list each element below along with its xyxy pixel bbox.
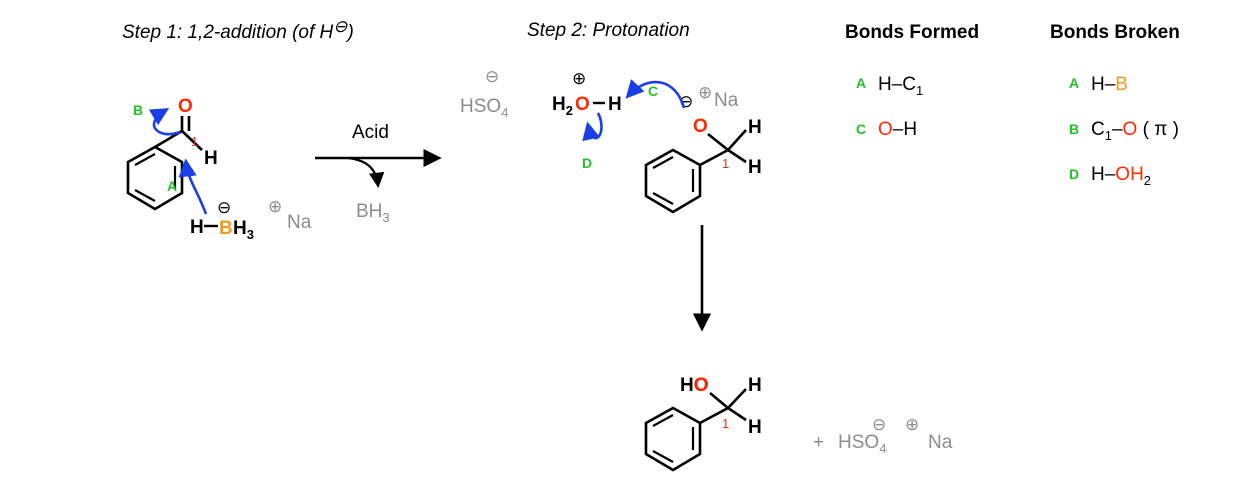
aldehyde-hydrogen: H: [204, 148, 218, 169]
product-hydroxyl: HO: [680, 375, 709, 396]
sodium-plus-charge-2: ⊕: [698, 83, 712, 102]
product-hydroxyl-oxygen: O: [694, 375, 709, 396]
product-c1-h-bottom: [727, 406, 747, 422]
broken-item-b: C1–O ( π ): [1091, 119, 1179, 143]
reagent-acid: Acid: [352, 122, 389, 143]
boron-hydrogens: H3: [233, 218, 254, 242]
c1-hydrogen-bottom: H: [748, 157, 762, 178]
carbonyl-oxygen: O: [178, 96, 193, 117]
formed-item-a: H–C1: [878, 74, 923, 98]
arrow-label-a-step1: A: [167, 178, 177, 194]
broken-tag-b: B: [1069, 121, 1079, 137]
product-plus-sign: +: [813, 432, 824, 453]
hydronium-h2: H2: [552, 94, 573, 118]
product-bisulfate: HSO4: [838, 432, 886, 456]
boron-atom: B: [219, 218, 233, 239]
bh3-loss-arrow: [347, 156, 385, 189]
arrow-d-bond-to-oxygen: [582, 112, 603, 142]
formed-tag-c: C: [856, 121, 866, 137]
bisulfate-ion: HSO4: [460, 96, 508, 120]
product-bisulfate-minus: ⊖: [872, 415, 886, 434]
broken-item-a: H–B: [1091, 74, 1128, 95]
ring-double-bond: [134, 153, 156, 166]
boron-minus-charge: ⊖: [217, 198, 231, 217]
hydronium: ⊕ H2 O H: [552, 69, 622, 118]
carbonyl-c-h-bond: [181, 130, 203, 151]
ring-double-bond: [652, 156, 674, 169]
product-sodium-plus: ⊕: [905, 415, 919, 434]
bonds-formed-list: A H–C1 C O–H: [856, 74, 923, 140]
step2-title: Step 2: Protonation: [527, 20, 690, 41]
formed-tag-a: A: [856, 75, 866, 91]
borohydride: H B H3 ⊖ ⊕ Na: [190, 197, 312, 242]
carbon-number-1: 1: [191, 134, 198, 149]
ring-double-bond: [652, 414, 674, 427]
carbon-number-1-step2: 1: [722, 156, 729, 171]
sodium-plus-charge: ⊕: [268, 197, 282, 216]
product-c1-h-top: [727, 388, 747, 409]
ring-double-bond: [134, 189, 156, 202]
bisulfate-minus-charge: ⊖: [485, 67, 499, 86]
sodium-ion: Na: [287, 212, 312, 233]
c1-h-bond-bottom: [727, 148, 747, 164]
ring-double-bond: [652, 192, 674, 205]
product-hydrogen-bottom: H: [748, 417, 762, 438]
ring-to-c1-bond: [699, 148, 729, 167]
hydronium-oxygen: O: [575, 94, 590, 115]
step1-title: Step 1: 1,2-addition (of H⊖): [122, 17, 354, 43]
hydronium-plus-charge: ⊕: [572, 69, 586, 88]
arrow-a-hydride-attack: [178, 158, 208, 215]
arrow-label-d-step2: D: [582, 155, 592, 171]
c1-hydrogen-top: H: [748, 117, 762, 138]
ring-double-bond: [652, 450, 674, 463]
benzene-ring-2: [644, 148, 702, 214]
bonds-formed-heading: Bonds Formed: [845, 22, 979, 43]
alkoxide-molecule: ⊖ ⊕ Na O H H 1: [644, 83, 762, 214]
hydride-hydrogen: H: [190, 217, 204, 238]
benzene-ring-3: [644, 406, 702, 472]
arrow-b-pi-to-oxygen: [148, 108, 181, 136]
formed-item-c: O–H: [878, 119, 917, 140]
arrow-label-c-step2: C: [648, 83, 658, 99]
product-hydrogen-top: H: [748, 375, 762, 396]
carbon-number-1-product: 1: [722, 416, 729, 431]
arrow-label-b-step1: B: [133, 102, 143, 118]
o-c1-bond: [707, 132, 729, 152]
c1-h-bond-top: [727, 129, 747, 151]
benzaldehyde-molecule: O H 1: [126, 96, 218, 211]
product-ring-to-c1-bond: [699, 406, 729, 425]
broken-tag-d: D: [1069, 166, 1079, 182]
alkoxide-oxygen: O: [693, 116, 708, 137]
bonds-broken-heading: Bonds Broken: [1050, 22, 1180, 43]
broken-tag-a: A: [1069, 75, 1079, 91]
acidic-hydrogen: H: [608, 94, 622, 115]
benzyl-alcohol-product: HO O H H 1: [644, 375, 762, 472]
bonds-broken-list: A H–B B C1–O ( π ) D H–OH2: [1069, 74, 1179, 188]
arrow-c-alkoxide-attacks-h: [625, 79, 686, 109]
broken-item-d: H–OH2: [1091, 164, 1151, 188]
product-o-c1-bond: [709, 392, 729, 409]
byproduct-bh3: BH3: [356, 201, 390, 225]
product-sodium: Na: [928, 432, 953, 453]
sodium-ion-2: Na: [714, 90, 739, 111]
